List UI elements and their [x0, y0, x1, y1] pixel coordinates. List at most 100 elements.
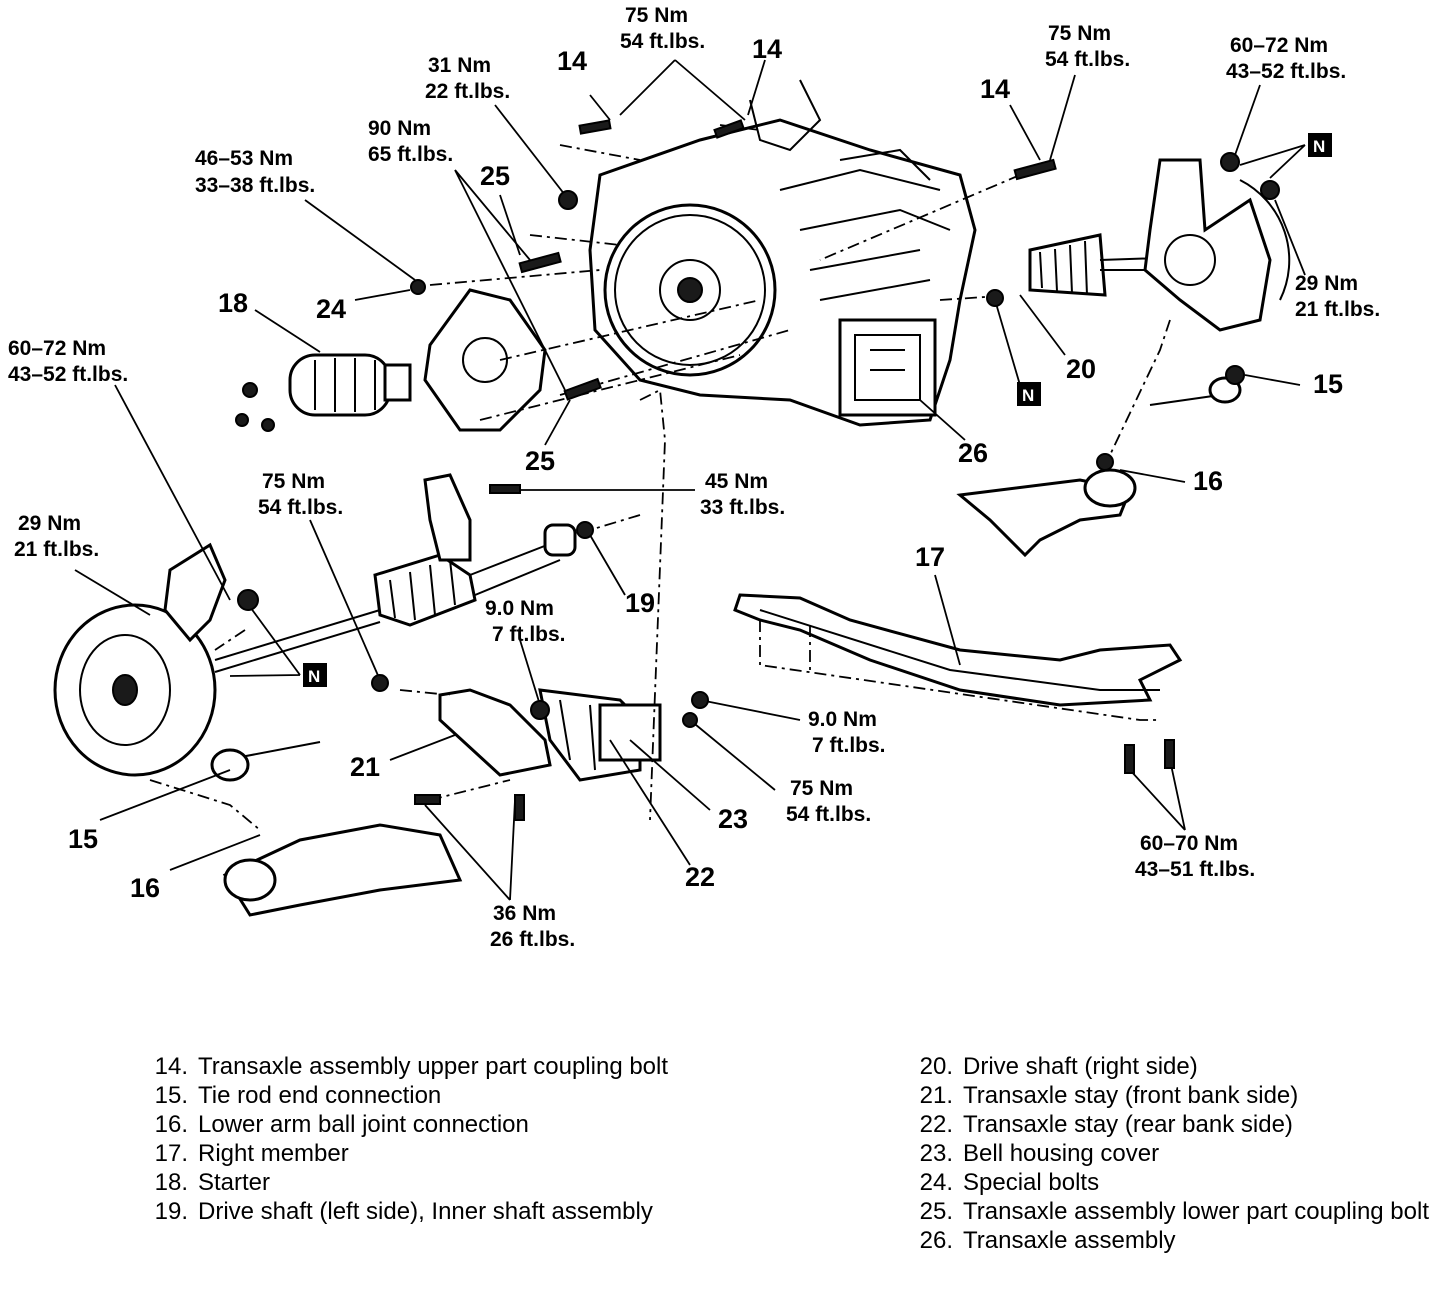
callout-16-left: 16 [130, 873, 160, 903]
n-marker-mid: N [1017, 382, 1041, 406]
legend-item-number: 14. [154, 1053, 188, 1080]
torque-46-nm: 46–53 Nm [195, 147, 293, 170]
torque-29-left-ft: 21 ft.lbs. [14, 538, 99, 561]
legend-item: 21. Transaxle stay (front bank side) [905, 1081, 1432, 1110]
torque-60-72-right-ft: 43–52 ft.lbs. [1226, 60, 1346, 83]
legend-item-text: Transaxle stay (rear bank side) [963, 1111, 1293, 1138]
legend-item: 22. Transaxle stay (rear bank side) [905, 1110, 1432, 1139]
callout-19: 19 [625, 588, 655, 618]
legend-item-text: Transaxle assembly lower part coupling b… [963, 1198, 1429, 1225]
legend-item-text: Right member [198, 1140, 349, 1167]
legend-item-text: Transaxle stay (front bank side) [963, 1082, 1299, 1109]
legend-item-text: Starter [198, 1169, 271, 1196]
n-marker-top-right: N [1308, 133, 1332, 157]
bolts [235, 119, 1280, 821]
torque-75-top-ft: 54 ft.lbs. [620, 30, 705, 53]
legend-item-text: Bell housing cover [963, 1140, 1160, 1167]
torque-29-right-nm: 29 Nm [1295, 272, 1358, 295]
right-drive-shaft [1028, 233, 1161, 297]
drive-shaft-bracket [423, 473, 472, 562]
callout-15-right: 15 [1313, 369, 1343, 399]
torque-36-ft: 26 ft.lbs. [490, 928, 575, 951]
callout-24: 24 [316, 294, 346, 324]
callout-26: 26 [958, 438, 988, 468]
legend-item-number: 15. [154, 1082, 188, 1109]
svg-text:N: N [1022, 386, 1034, 405]
svg-text:N: N [308, 667, 320, 686]
svg-text:N: N [1313, 137, 1325, 156]
legend-item: 14. Transaxle assembly upper part couplin… [140, 1052, 670, 1081]
callout-20: 20 [1066, 354, 1096, 384]
legend-item-number: 25. [919, 1198, 953, 1225]
callout-15-left: 15 [68, 824, 98, 854]
torque-75-top-nm: 75 Nm [625, 4, 688, 27]
transaxle-stay-front [438, 688, 552, 777]
callout-22: 22 [685, 862, 715, 892]
right-tie-rod-end [1149, 376, 1242, 406]
legend-item-text: Drive shaft (left side), Inner shaft ass… [198, 1198, 653, 1225]
callout-18: 18 [218, 288, 248, 318]
callout-16-right: 16 [1193, 466, 1223, 496]
callout-23: 23 [718, 804, 748, 834]
torque-9-left-nm: 9.0 Nm [485, 597, 554, 620]
left-lower-arm [222, 823, 463, 917]
torque-9-left-ft: 7 ft.lbs. [492, 623, 566, 646]
torque-75-mid-nm: 75 Nm [262, 470, 325, 493]
torque-46-ft: 33–38 ft.lbs. [195, 174, 315, 197]
torque-75-low-nm: 75 Nm [790, 777, 853, 800]
callout-21: 21 [350, 752, 380, 782]
torque-75-right-nm: 75 Nm [1048, 22, 1111, 45]
legend-item-text: Transaxle assembly upper part coupling b… [198, 1053, 669, 1080]
torque-29-left-nm: 29 Nm [18, 512, 81, 535]
torque-60-72-left-nm: 60–72 Nm [8, 337, 106, 360]
legend-item: 16. Lower arm ball joint connection [140, 1110, 670, 1139]
bell-housing-plate [423, 288, 547, 432]
right-member [733, 593, 1183, 707]
legend-item-number: 18. [154, 1169, 188, 1196]
torque-labels: 75 Nm 54 ft.lbs. 31 Nm 22 ft.lbs. 90 Nm … [8, 4, 1380, 951]
legend-item-number: 26. [919, 1227, 953, 1254]
legend-item: 24.Special bolts [905, 1168, 1432, 1197]
callout-numbers: 14 14 14 25 25 24 18 26 20 15 16 17 19 2… [68, 34, 1343, 903]
legend-left-column: 14. Transaxle assembly upper part couplin… [140, 1052, 670, 1226]
callout-25-lower: 25 [525, 446, 555, 476]
callout-14-right: 14 [980, 74, 1010, 104]
legend-item-text: Drive shaft (right side) [963, 1053, 1198, 1080]
legend-item-number: 23. [919, 1140, 953, 1167]
callout-14-top-left: 14 [557, 46, 587, 76]
n-marker-left: N [303, 663, 327, 687]
right-lower-arm [956, 468, 1137, 558]
torque-31-nm: 31 Nm [428, 54, 491, 77]
torque-90-ft: 65 ft.lbs. [368, 143, 453, 166]
legend-item: 19. Drive shaft (left side), Inner shaft … [140, 1197, 670, 1226]
left-tie-rod-end [210, 741, 321, 782]
torque-90-nm: 90 Nm [368, 117, 431, 140]
torque-31-ft: 22 ft.lbs. [425, 80, 510, 103]
starter-motor [288, 353, 412, 417]
legend-item-number: 21. [919, 1082, 953, 1109]
torque-36-nm: 36 Nm [493, 902, 556, 925]
callout-25-upper: 25 [480, 161, 510, 191]
legend-item: 20.Drive shaft (right side) [905, 1052, 1432, 1081]
legend-item-number: 22. [919, 1111, 953, 1138]
torque-75-low-ft: 54 ft.lbs. [786, 803, 871, 826]
legend-item-number: 16. [154, 1111, 188, 1138]
legend-item: 17.Right member [140, 1139, 670, 1168]
legend-item: 15. Tie rod end connection [140, 1081, 670, 1110]
legend-item-text: Tie rod end connection [198, 1082, 442, 1109]
torque-45-nm: 45 Nm [705, 470, 768, 493]
torque-9-right-nm: 9.0 Nm [808, 708, 877, 731]
legend-item-text: Transaxle assembly [963, 1227, 1176, 1254]
legend-item: 18. Starter [140, 1168, 670, 1197]
callout-17: 17 [915, 542, 945, 572]
torque-75-right-ft: 54 ft.lbs. [1045, 48, 1130, 71]
torque-60-72-right-nm: 60–72 Nm [1230, 34, 1328, 57]
legend-item-number: 19. [154, 1198, 188, 1225]
legend-item-text: Lower arm ball joint connection [198, 1111, 529, 1138]
legend-right-column: 20.Drive shaft (right side)21. Transaxle … [905, 1052, 1432, 1255]
legend-item: 23. Bell housing cover [905, 1139, 1432, 1168]
legend-item-number: 24. [919, 1169, 953, 1196]
transaxle-assembly [588, 79, 977, 427]
legend-item: 26. Transaxle assembly [905, 1226, 1432, 1255]
right-knuckle-hub [1143, 158, 1291, 332]
